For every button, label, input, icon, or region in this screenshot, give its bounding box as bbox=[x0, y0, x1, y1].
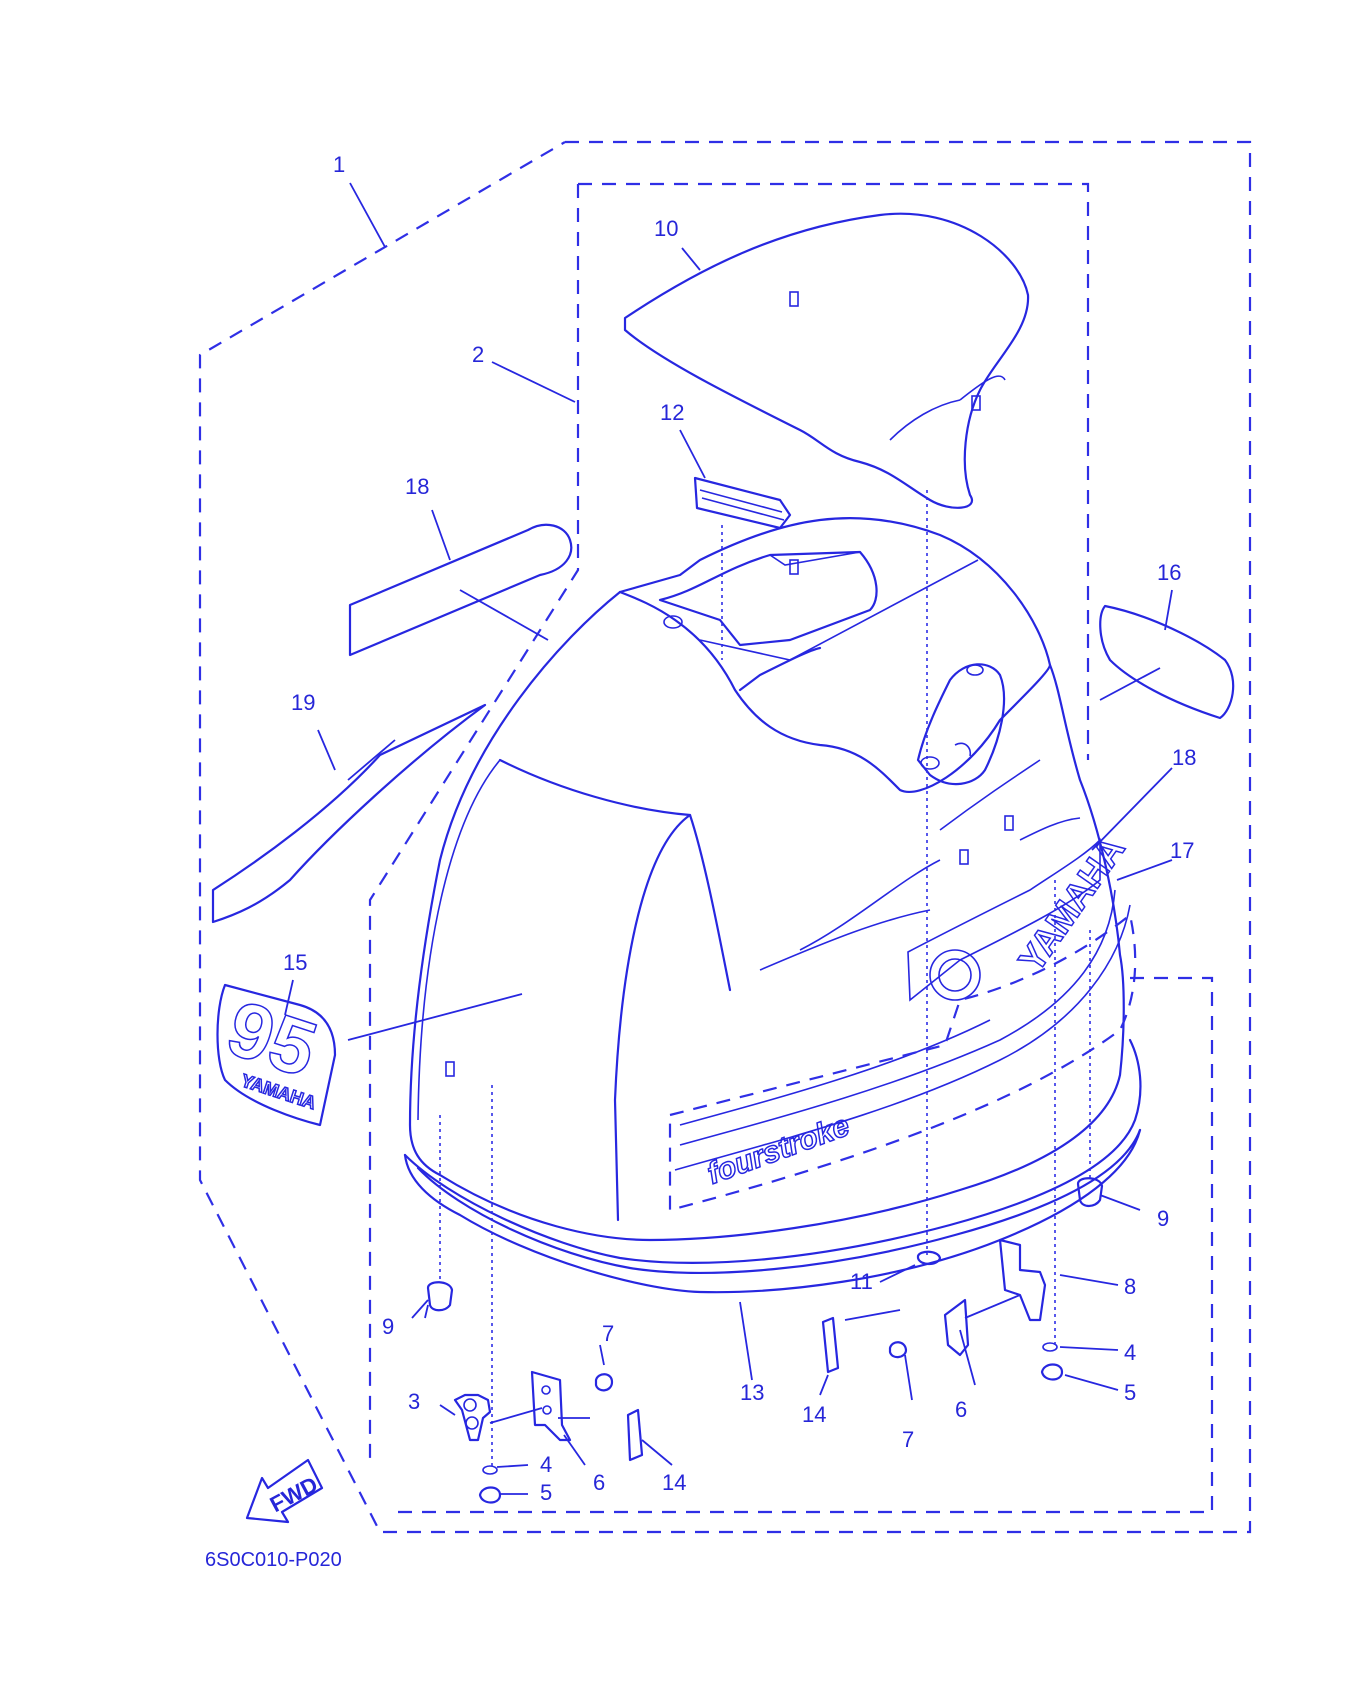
fwd-label: FWD bbox=[266, 1472, 322, 1518]
group-2-outline-left bbox=[368, 184, 580, 1458]
top-cowling-part bbox=[408, 517, 1137, 1242]
decal-18-left-part bbox=[348, 523, 573, 657]
decal-19-part bbox=[211, 703, 487, 924]
callout-14a: 14 bbox=[802, 1402, 826, 1427]
callout-6a: 6 bbox=[593, 1470, 605, 1495]
callout-19: 19 bbox=[291, 690, 315, 715]
leader-lines bbox=[284, 182, 1173, 1495]
diagram-code: 6S0C010-P020 bbox=[205, 1549, 342, 1571]
group-2-outline bbox=[578, 182, 1090, 760]
callout-17: 17 bbox=[1170, 838, 1194, 863]
callout-13: 13 bbox=[740, 1380, 764, 1405]
callout-6b: 6 bbox=[955, 1397, 967, 1422]
callout-16: 16 bbox=[1157, 560, 1181, 585]
callout-15: 15 bbox=[283, 950, 307, 975]
callout-labels: 1 2 3 4 4 5 5 6 6 7 7 8 9 9 10 11 12 13 … bbox=[283, 152, 1196, 1505]
top-cap-part bbox=[623, 212, 1030, 509]
callout-5b: 5 bbox=[1124, 1380, 1136, 1405]
hardware-right-cluster bbox=[821, 1177, 1104, 1381]
hardware-left-cluster bbox=[426, 1281, 644, 1504]
callout-18a: 18 bbox=[405, 474, 429, 499]
decal-model-number: 95 bbox=[217, 983, 327, 1094]
decal-16-part bbox=[1099, 604, 1235, 720]
callout-14b: 14 bbox=[662, 1470, 686, 1495]
callout-9a: 9 bbox=[382, 1314, 394, 1339]
callout-7b: 7 bbox=[902, 1427, 914, 1452]
rubber-seal-part bbox=[403, 1038, 1142, 1294]
group-13-outline bbox=[388, 976, 1214, 1514]
callout-18b: 18 bbox=[1172, 745, 1196, 770]
group-1-outline bbox=[198, 140, 1252, 1534]
callout-2: 2 bbox=[472, 342, 484, 367]
decal-15-part: 95 YAMAHA bbox=[216, 983, 337, 1127]
decal-stroke-text: fourstroke bbox=[703, 1109, 854, 1191]
seal-strip-part bbox=[693, 476, 792, 530]
callout-11: 11 bbox=[850, 1269, 873, 1294]
callout-4b: 4 bbox=[1124, 1340, 1136, 1365]
callout-10: 10 bbox=[654, 216, 678, 241]
callout-12: 12 bbox=[660, 400, 684, 425]
callout-1: 1 bbox=[333, 152, 345, 177]
callout-9b: 9 bbox=[1157, 1206, 1169, 1231]
callout-5a: 5 bbox=[540, 1480, 552, 1505]
callout-8: 8 bbox=[1124, 1274, 1136, 1299]
fwd-arrow-icon: FWD bbox=[245, 1458, 324, 1524]
callout-3: 3 bbox=[408, 1389, 420, 1414]
callout-4a: 4 bbox=[540, 1452, 552, 1477]
callout-7a: 7 bbox=[602, 1321, 614, 1346]
